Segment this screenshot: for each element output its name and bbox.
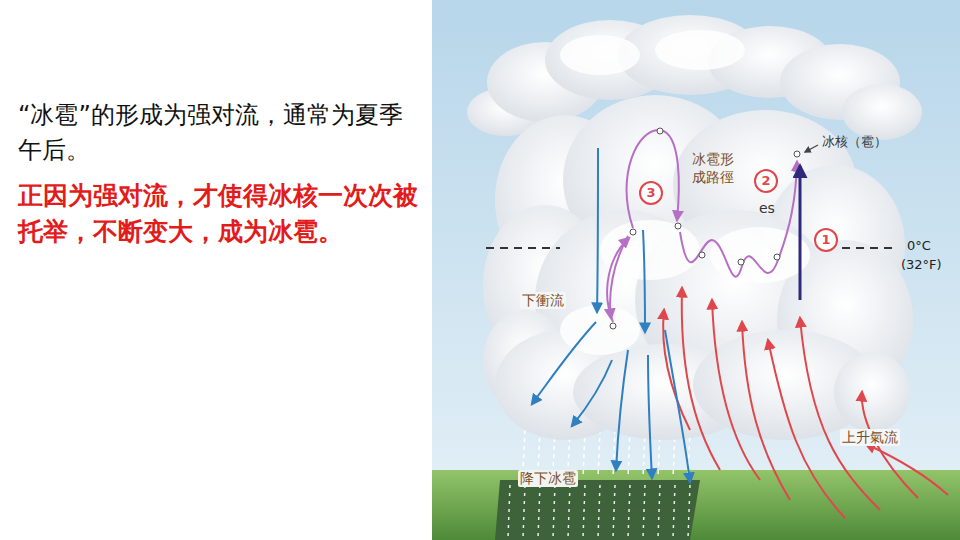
ice-core-lift-arrow bbox=[799, 166, 802, 300]
downdraft-label: 下衝流 bbox=[520, 292, 566, 309]
sky bbox=[432, 0, 960, 540]
callout-circles bbox=[640, 170, 837, 251]
callout-number: 3 bbox=[646, 185, 655, 201]
symbol-label: es bbox=[759, 200, 775, 217]
hailstones bbox=[610, 128, 800, 329]
leader-line bbox=[805, 145, 818, 152]
part-label: 冰核（雹） bbox=[822, 134, 887, 150]
callout-number: 2 bbox=[761, 173, 770, 189]
intro-text: “冰雹”的形成为强对流，通常为夏季午后。 bbox=[18, 98, 418, 168]
temperature-label: 0°C bbox=[907, 238, 931, 254]
updraft-label: 上升氣流 bbox=[840, 429, 900, 446]
downdraft-arrows bbox=[532, 148, 690, 482]
path-label: 冰雹形成路徑 bbox=[692, 150, 738, 186]
callout-number: 1 bbox=[821, 232, 830, 248]
grass bbox=[432, 470, 960, 540]
hail-field bbox=[495, 430, 700, 540]
temperature-label: (32°F) bbox=[901, 257, 942, 273]
highlight-text: 正因为强对流，才使得冰核一次次被托举，不断变大，成为冰雹。 bbox=[18, 178, 418, 251]
hail-fall-label: 降下冰雹 bbox=[518, 470, 578, 487]
updraft-arrows bbox=[663, 288, 948, 518]
cloud-highlights bbox=[560, 30, 810, 355]
hail-path bbox=[607, 130, 797, 322]
cloud bbox=[467, 15, 922, 440]
